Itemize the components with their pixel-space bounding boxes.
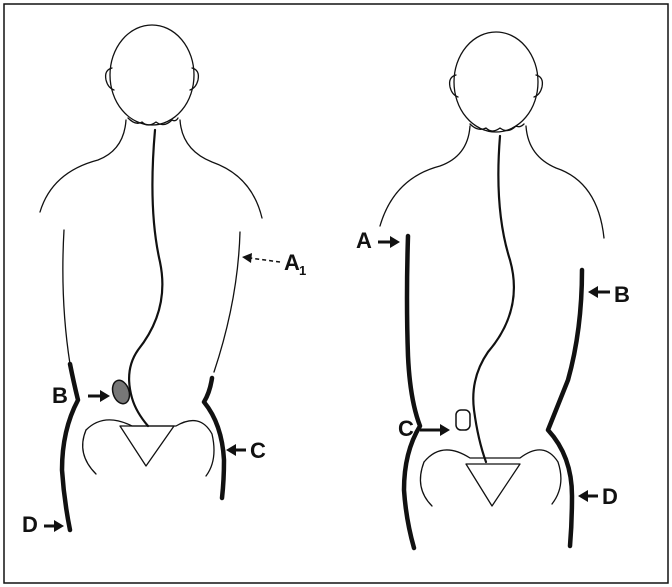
right-label-a: A (356, 228, 372, 253)
right-outlined-lump (456, 410, 470, 430)
left-label-a1: A (284, 250, 300, 275)
left-label-b: B (52, 383, 68, 408)
frame-border (4, 4, 668, 583)
left-label-d: D (22, 512, 38, 537)
right-label-d: D (602, 484, 618, 509)
right-label-b: B (614, 282, 630, 307)
right-label-c: C (398, 416, 414, 441)
left-label-a1-subscript: 1 (299, 263, 306, 278)
left-label-c: C (250, 438, 266, 463)
